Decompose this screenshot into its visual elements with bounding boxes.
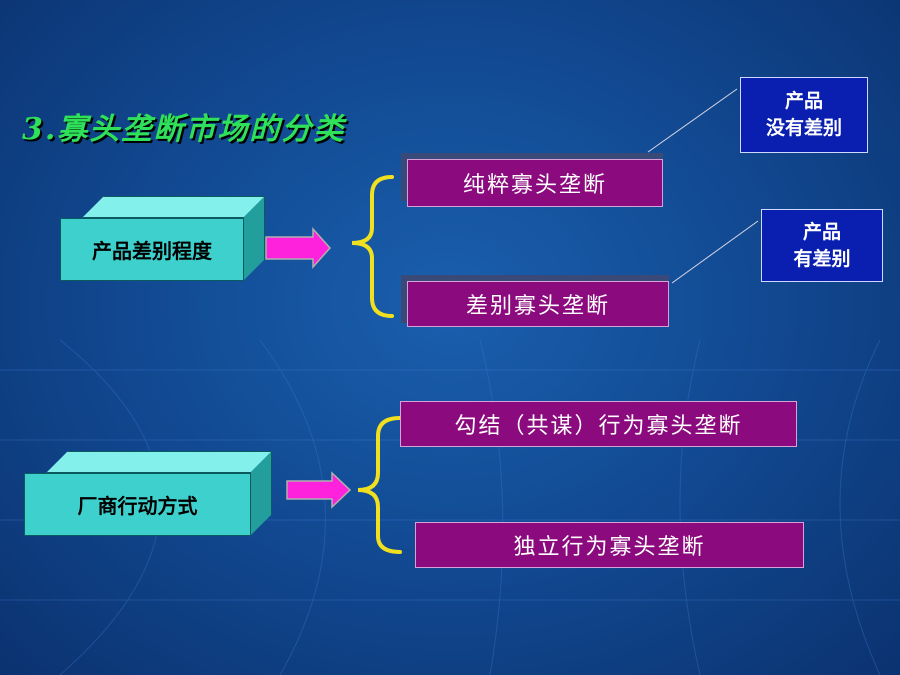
- note-connector-1: [647, 88, 738, 153]
- brace-icon-2: [357, 416, 402, 554]
- note-2-line-1: 产品: [802, 220, 841, 243]
- slide-title: 3.寡头垄断市场的分类: [22, 112, 346, 147]
- type-box-collusive-oligopoly: 勾结（共谋）行为寡头垄断: [400, 401, 797, 447]
- note-1-line-1: 产品: [784, 90, 823, 112]
- arrow-icon-1: [265, 227, 332, 269]
- brace-icon-1: [351, 175, 394, 318]
- type-box-pure-oligopoly: 纯粹寡头垄断: [407, 159, 663, 207]
- criterion-label-2: 厂商行动方式: [24, 473, 251, 536]
- arrow-icon-2: [286, 471, 352, 509]
- note-box-no-difference: 产品 没有差别: [740, 77, 868, 153]
- type-box-differentiated-oligopoly: 差别寡头垄断: [407, 281, 669, 327]
- criterion-label-1: 产品差别程度: [60, 218, 244, 281]
- type-box-independent-oligopoly: 独立行为寡头垄断: [415, 522, 804, 568]
- note-1-line-2: 没有差别: [765, 117, 842, 139]
- note-2-line-2: 有差别: [793, 247, 851, 270]
- note-box-with-difference: 产品 有差别: [761, 209, 883, 282]
- note-connector-2: [671, 220, 759, 284]
